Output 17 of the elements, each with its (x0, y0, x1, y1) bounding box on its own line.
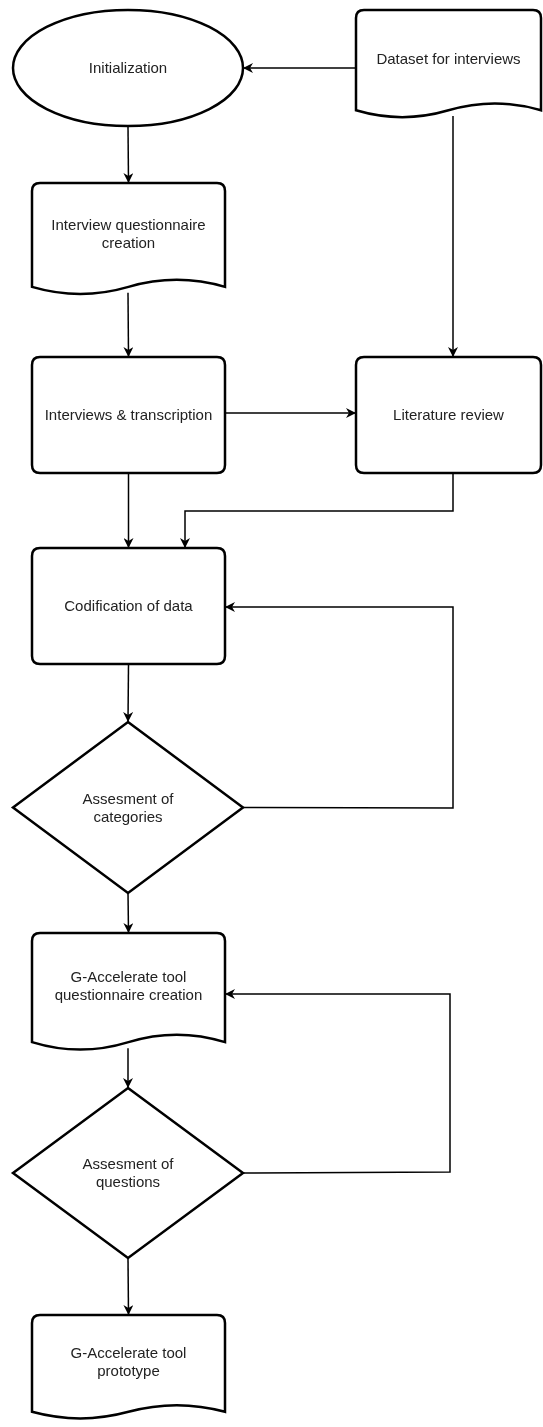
arrow (123, 892, 134, 934)
node-label: G-Accelerate tool questionnaire creation (53, 968, 204, 1005)
node-label: Interviews & transcription (43, 406, 214, 424)
node-label: Interview questionnaire creation (50, 215, 207, 252)
arrow (123, 1047, 133, 1089)
node-label: G-Accelerate tool prototype (69, 1344, 188, 1381)
arrow (242, 63, 357, 73)
node-label: Assesment of categories (81, 789, 175, 826)
node-label: Dataset for interviews (375, 50, 522, 68)
node-label: Literature review (392, 406, 505, 424)
node-label: Assesment of questions (81, 1155, 175, 1191)
arrow (123, 125, 134, 184)
node-label: Codification of data (63, 597, 194, 615)
arrow (123, 292, 134, 358)
arrow (123, 1257, 134, 1316)
arrow (448, 115, 458, 358)
node-label: Initialization (87, 59, 169, 77)
